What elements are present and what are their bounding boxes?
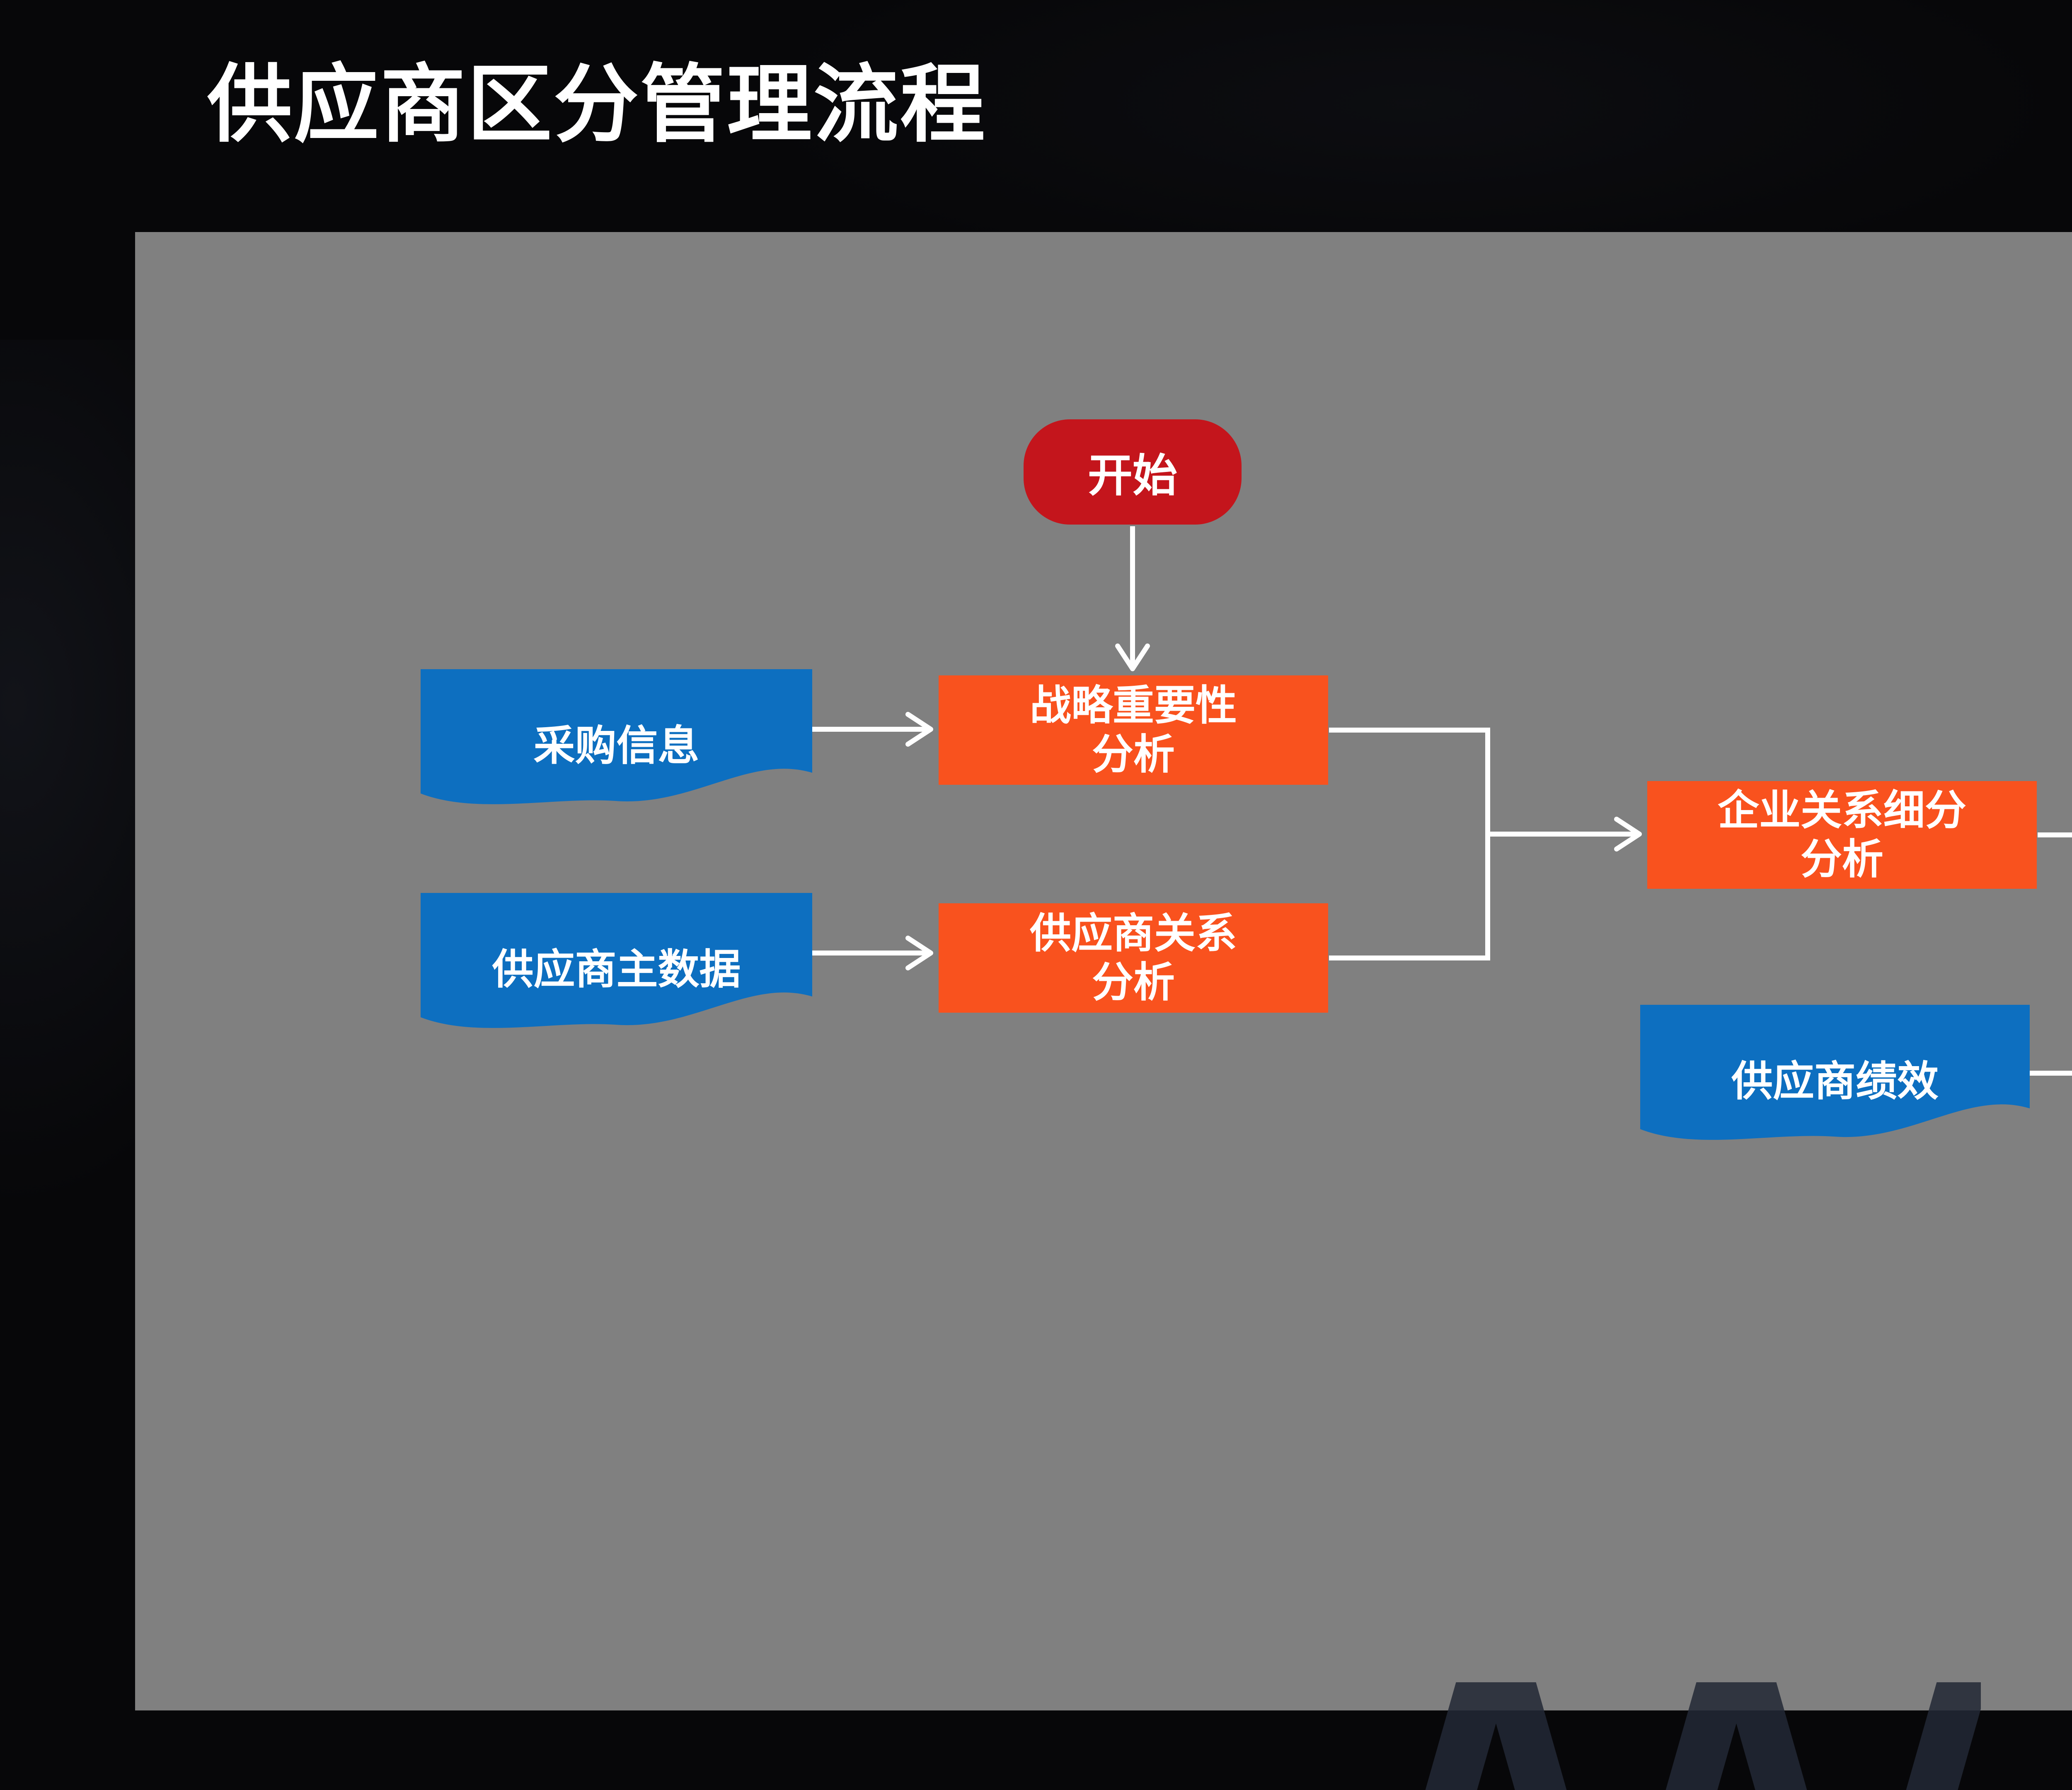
- node-supplier-performance: 供应商绩效: [1640, 1005, 2030, 1150]
- node-supplier-master-data: 供应商主数据: [421, 893, 812, 1038]
- node-procurement-info: 采购信息: [421, 669, 812, 814]
- page-title: 供应商区分管理流程: [207, 57, 987, 152]
- document-shape: [421, 893, 812, 1028]
- node-supplier-relationship: 供应商关系 分析: [939, 903, 1328, 1013]
- node-strategic-importance: 战略重要性 分析: [939, 675, 1328, 785]
- node-start: 开始: [1024, 419, 1242, 525]
- background-watermark-nn-icon: [1425, 1682, 1981, 1790]
- node-label: 采购信息: [533, 722, 700, 769]
- document-shape: [421, 669, 812, 804]
- node-label: 供应商主数据: [492, 946, 741, 993]
- document-shape: [1640, 1005, 2030, 1140]
- node-enterprise-segmentation: 企业关系细分 分析: [1647, 781, 2037, 889]
- node-label: 供应商绩效: [1731, 1058, 1939, 1105]
